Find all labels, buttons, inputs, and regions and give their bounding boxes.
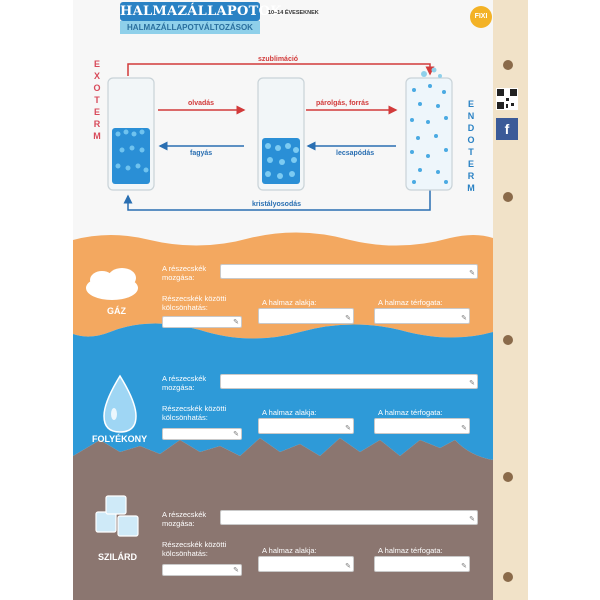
solid-motion-input[interactable]: ✎	[220, 510, 478, 525]
liquid-shape-label: A halmaz alakja:	[262, 408, 317, 417]
beaker-liquid	[257, 77, 305, 191]
crystallization-arrow	[123, 190, 431, 211]
freezing-label: fagyás	[190, 150, 213, 157]
liquid-motion-input[interactable]: ✎	[220, 374, 478, 389]
punch-hole	[503, 472, 513, 482]
gas-interaction-input[interactable]: ✎	[162, 316, 242, 328]
solid-interaction-input[interactable]: ✎	[162, 564, 242, 576]
pen-icon: ✎	[461, 315, 467, 322]
solid-shape-input[interactable]: ✎	[258, 556, 354, 572]
gas-volume-label: A halmaz térfogata:	[378, 298, 443, 307]
liquid-title: FOLYÉKONY	[92, 434, 148, 444]
liquid-volume-input[interactable]: ✎	[374, 418, 470, 434]
punch-hole	[503, 335, 513, 345]
page-title: HALMAZÁLLAPOTOK	[120, 2, 282, 21]
gas-title: GÁZ	[107, 306, 126, 316]
punch-hole	[503, 60, 513, 70]
punch-hole	[503, 192, 513, 202]
liquid-interaction-input[interactable]: ✎	[162, 428, 242, 440]
solid-interaction-label: Részecskék közötti kölcsönhatás:	[162, 540, 227, 558]
crystallization-label: kristályosodás	[252, 201, 302, 208]
melting-label: olvadás	[188, 100, 215, 107]
solid-shape-label: A halmaz alakja:	[262, 546, 317, 555]
solid-volume-input[interactable]: ✎	[374, 556, 470, 572]
gas-motion-label: A részecskék mozgása:	[162, 264, 207, 282]
liquid-interaction-label: Részecskék közötti kölcsönhatás:	[162, 404, 227, 422]
liquid-motion-label: A részecskék mozgása:	[162, 374, 207, 392]
cloud-icon	[86, 268, 138, 300]
age-label: 10–14 ÉVESEKNEK	[268, 10, 319, 16]
beaker-solid	[107, 77, 155, 191]
pen-icon: ✎	[469, 516, 475, 523]
gas-interaction-label: Részecskék közötti kölcsönhatás:	[162, 294, 227, 312]
solid-motion-label: A részecskék mozgása:	[162, 510, 207, 528]
gas-motion-input[interactable]: ✎	[220, 264, 478, 279]
gas-shape-label: A halmaz alakja:	[262, 298, 317, 307]
pen-icon: ✎	[461, 425, 467, 432]
beaker-gas	[405, 67, 453, 191]
solid-volume-label: A halmaz térfogata:	[378, 546, 443, 555]
liquid-volume-label: A halmaz térfogata:	[378, 408, 443, 417]
pen-icon: ✎	[233, 567, 239, 574]
pen-icon: ✎	[345, 563, 351, 570]
facebook-icon: f	[496, 118, 518, 140]
punch-hole	[503, 572, 513, 582]
pen-icon: ✎	[345, 315, 351, 322]
gas-shape-input[interactable]: ✎	[258, 308, 354, 324]
sublimation-arrow	[127, 63, 435, 76]
condensation-label: lecsapódás	[336, 150, 375, 157]
pen-icon: ✎	[469, 270, 475, 277]
water-drop-icon	[103, 374, 137, 433]
pen-icon: ✎	[469, 380, 475, 387]
solid-title: SZILÁRD	[98, 552, 137, 562]
gas-volume-input[interactable]: ✎	[374, 308, 470, 324]
liquid-shape-input[interactable]: ✎	[258, 418, 354, 434]
page-subtitle: HALMAZÁLLAPOTVÁLTOZÁSOK	[120, 21, 260, 34]
brand-logo: FIXI	[470, 6, 492, 28]
pen-icon: ✎	[233, 319, 239, 326]
pen-icon: ✎	[233, 431, 239, 438]
pen-icon: ✎	[461, 563, 467, 570]
evaporation-label: párolgás, forrás	[316, 100, 369, 107]
ice-cube-icon	[95, 495, 139, 537]
qr-code-icon	[496, 88, 518, 110]
sublimation-label: szublimáció	[258, 56, 299, 63]
pen-icon: ✎	[345, 425, 351, 432]
